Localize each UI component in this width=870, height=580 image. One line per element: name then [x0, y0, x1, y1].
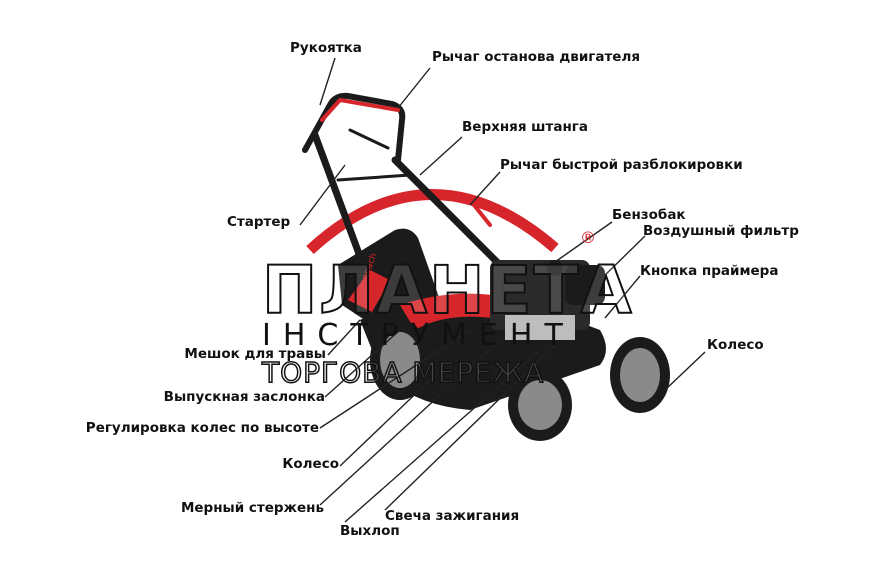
label-quick-release: Рычаг быстрой разблокировки — [500, 157, 743, 173]
leader-starter — [299, 164, 346, 226]
leader-primer — [604, 275, 641, 319]
leader-rear-wheel — [664, 351, 706, 391]
label-upper-bar: Верхняя штанга — [462, 119, 588, 135]
handle-assembly — [302, 92, 504, 274]
label-rear-wheel: Колесо — [707, 337, 764, 353]
label-front-wheel: Колесо — [282, 456, 339, 472]
leader-stop-lever — [397, 67, 431, 109]
leader-front-wheel — [339, 379, 431, 467]
leader-handle — [319, 57, 336, 106]
label-fuel-tank: Бензобак — [612, 207, 686, 223]
wheel-rear-right — [610, 337, 670, 413]
label-grass-bag: Мешок для травы — [184, 346, 326, 362]
watermark-registered: ® — [580, 228, 596, 247]
bag-stripe — [348, 270, 390, 312]
leader-lines — [299, 57, 706, 523]
leader-discharge — [324, 329, 401, 398]
watermark-logo-line3: ТОРГОВА МЕРЕЖА — [261, 355, 545, 390]
watermark-logo-line1: ПЛАНЕТА — [261, 251, 634, 330]
label-spark-plug: Свеча зажигания — [385, 508, 520, 524]
engine — [490, 260, 605, 340]
label-primer-button: Кнопка праймера — [640, 263, 779, 279]
fuel-cap — [547, 260, 563, 276]
leader-exhaust — [344, 349, 541, 523]
label-height-adjust: Регулировка колес по высоте — [85, 420, 319, 436]
label-exhaust: Выхлоп — [340, 523, 400, 539]
label-dipstick: Мерный стержень — [180, 500, 324, 516]
leader-dipstick — [319, 339, 501, 506]
leader-air-filter — [599, 235, 646, 281]
label-handle: Рукоятка — [290, 40, 362, 56]
leader-spark-plug — [384, 344, 556, 511]
leader-quick-release — [469, 171, 501, 206]
label-starter: Стартер — [227, 214, 291, 230]
watermark-logo-line2: ІНСТРУМЕНТ — [262, 318, 575, 353]
leader-fuel-tank — [554, 221, 613, 263]
leader-height-adjust — [319, 329, 471, 429]
label-discharge-flap: Выпускная заслонка — [163, 389, 325, 405]
label-air-filter: Воздушный фильтр — [643, 223, 799, 239]
leader-upper-bar — [419, 136, 463, 176]
wheel-front-left — [508, 369, 572, 441]
label-stop-lever: Рычаг останова двигателя — [432, 49, 641, 65]
leader-grass-bag — [327, 319, 361, 356]
wheel-rear-left — [370, 320, 430, 400]
air-filter-housing — [565, 265, 605, 305]
